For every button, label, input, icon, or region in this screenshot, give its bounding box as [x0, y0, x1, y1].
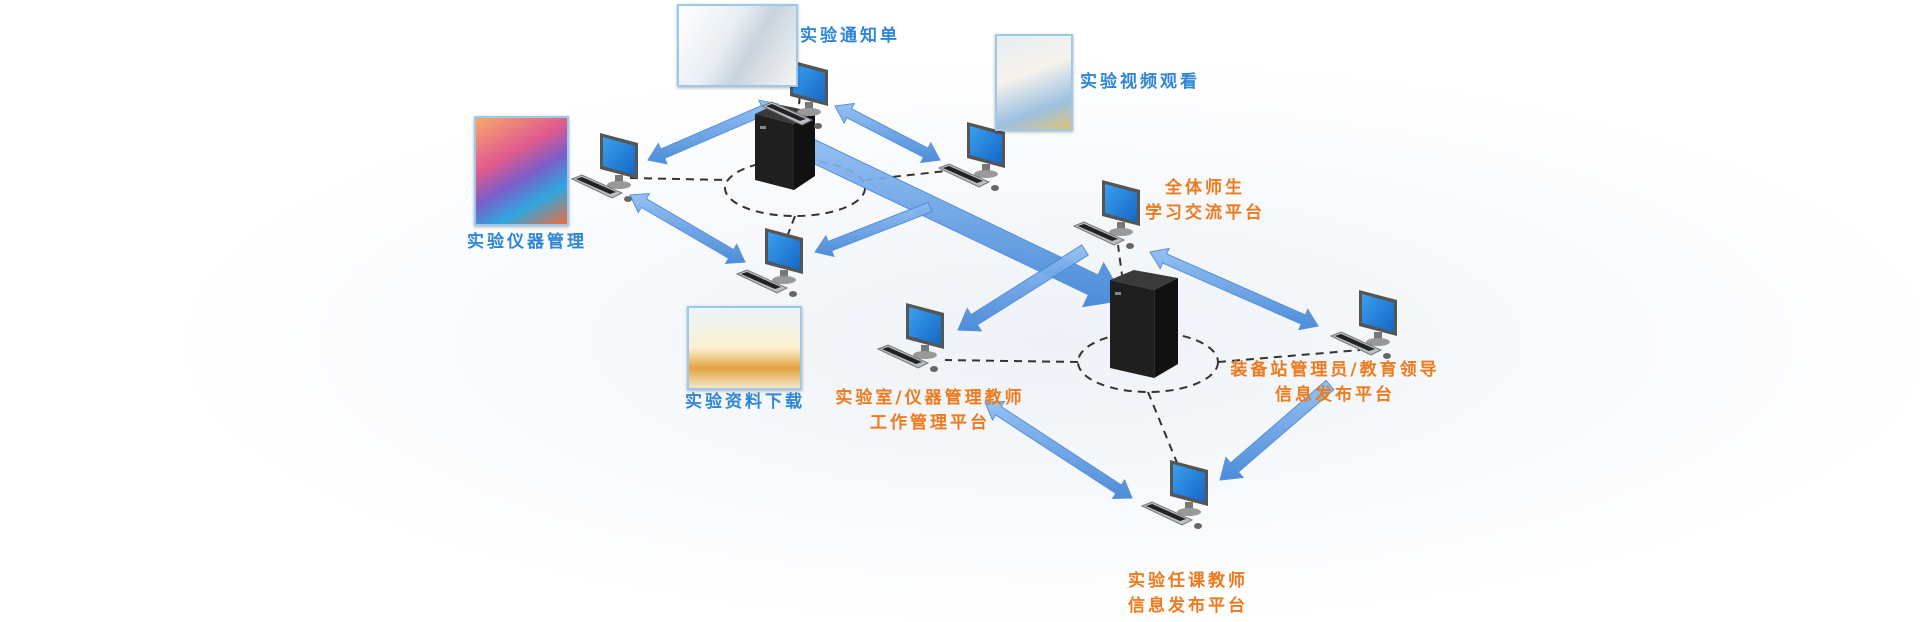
label-course-teacher: 实验任课教师 信息发布平台	[1128, 569, 1248, 619]
photo-lab-video	[995, 34, 1073, 131]
computer-workstation-icon	[1072, 180, 1140, 249]
label-admin-line2: 信息发布平台	[1275, 385, 1395, 405]
label-lab-teacher-line2: 工作管理平台	[870, 413, 990, 433]
computer-workstation-icon	[1140, 460, 1208, 529]
photo-lab-download	[687, 306, 802, 390]
label-all-users-line1: 全体师生	[1165, 178, 1245, 198]
flow-arrow	[834, 102, 941, 164]
flow-arrow	[957, 244, 1089, 332]
label-all-users-line2: 学习交流平台	[1145, 203, 1265, 223]
flow-arrow	[1219, 379, 1335, 481]
data-flow-arrows	[629, 99, 1335, 499]
flow-arrow	[814, 201, 933, 258]
photo-lab-instruments	[474, 116, 569, 226]
label-all-users: 全体师生 学习交流平台	[1145, 176, 1265, 226]
label-lab-download: 实验资料下载	[685, 392, 805, 412]
label-lab-teacher: 实验室/仪器管理教师 工作管理平台	[835, 386, 1024, 436]
computer-workstation-icon	[760, 60, 828, 129]
label-lab-notice: 实验通知单	[800, 26, 900, 46]
photo-lab-notice	[677, 4, 798, 87]
computer-workstation-icon	[876, 303, 944, 372]
computer-workstation-icon	[570, 133, 638, 202]
computer-workstation-icon	[735, 228, 803, 297]
label-lab-instruments: 实验仪器管理	[467, 232, 587, 252]
label-lab-video: 实验视频观看	[1080, 72, 1200, 92]
computer-workstation-icon	[1329, 290, 1397, 359]
label-lab-teacher-line1: 实验室/仪器管理教师	[835, 388, 1025, 408]
flow-arrow	[784, 129, 1126, 308]
label-admin: 装备站管理员/教育领导 信息发布平台	[1230, 358, 1439, 408]
computer-workstation-icon	[937, 122, 1005, 191]
server-tower-icon	[1110, 270, 1178, 378]
label-course-teacher-line2: 信息发布平台	[1128, 596, 1248, 616]
flow-arrow	[984, 401, 1133, 499]
flow-arrow	[1149, 247, 1319, 331]
label-admin-line1: 装备站管理员/教育领导	[1230, 360, 1440, 380]
flow-arrow	[629, 192, 746, 265]
label-course-teacher-line1: 实验任课教师	[1128, 571, 1248, 591]
